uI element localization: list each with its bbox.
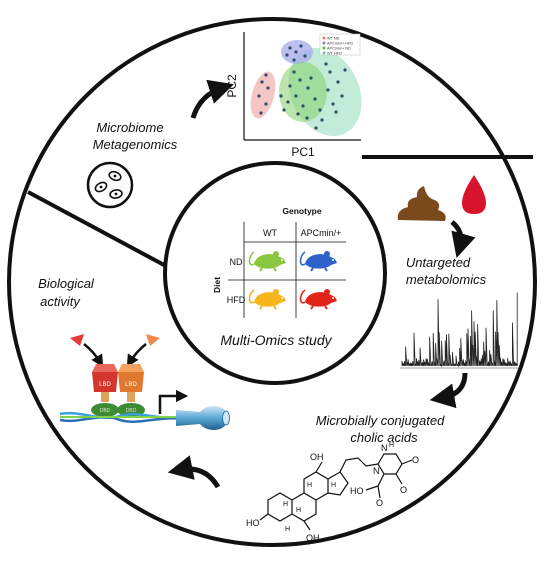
dbd-label-2: DBD bbox=[126, 408, 137, 414]
cholic-acid-structure bbox=[259, 453, 413, 531]
pca-legend-2: APCmin/+ HFD bbox=[327, 42, 353, 46]
diet-header: Diet bbox=[212, 277, 222, 293]
atom-h-e: H bbox=[296, 507, 301, 514]
genotype-header: Genotype bbox=[282, 206, 321, 216]
untargeted-title: Untargeted bbox=[406, 255, 471, 270]
ligand-arrow-right bbox=[126, 343, 147, 368]
metabolomics-section: Untargeted metabolomics bbox=[397, 175, 520, 409]
stool-sample-icon bbox=[397, 186, 446, 221]
nuclear-receptor-right: LBD DBD bbox=[117, 364, 145, 417]
blood-drop-icon bbox=[462, 175, 486, 214]
atom-ho-acid: HO bbox=[350, 486, 364, 496]
activity-title: activity bbox=[40, 294, 81, 309]
atom-oh-right: OH bbox=[306, 533, 320, 543]
ligand-arrow-left bbox=[83, 343, 104, 368]
atom-o-ring: O bbox=[412, 455, 419, 465]
atom-n-amide: N bbox=[373, 466, 380, 476]
row-header-nd: ND bbox=[230, 257, 243, 267]
pca-ylabel: PC2 bbox=[225, 74, 239, 98]
pca-legend: WT ND APCmin/+ HFD APCmin/+ ND WT HFD bbox=[319, 33, 361, 56]
mouse-wt-nd-icon bbox=[248, 251, 286, 272]
col-header-apc: APCmin/+ bbox=[301, 228, 342, 238]
microbiome-title: Microbiome bbox=[96, 120, 163, 135]
cholic-acids-section: Microbially conjugated cholic acids bbox=[246, 413, 445, 543]
ligand-right-icon bbox=[146, 334, 160, 346]
row-header-hfd: HFD bbox=[227, 295, 246, 305]
petri-dish-icon bbox=[86, 161, 134, 209]
arrow-to-cholic bbox=[429, 372, 468, 409]
mouse-wt-hfd-icon bbox=[248, 289, 286, 310]
receptor-label-2: LBD bbox=[125, 382, 137, 388]
atom-hn: H bbox=[389, 442, 394, 449]
atom-oh-top: OH bbox=[310, 452, 324, 462]
pca-legend-1: WT ND bbox=[327, 37, 340, 41]
microbiome-section: Microbiome Metagenomics PC1 PC2 bbox=[86, 32, 362, 209]
ligand-left-icon bbox=[70, 334, 84, 346]
metabolomics-title: metabolomics bbox=[406, 272, 487, 287]
atom-h-d: H bbox=[331, 482, 336, 489]
inner-circle bbox=[163, 161, 387, 385]
atom-o-amide: O bbox=[400, 485, 407, 495]
atom-o-acid: O bbox=[376, 498, 383, 508]
arrow-from-cholic bbox=[167, 455, 221, 489]
cholic-title-1: Microbially conjugated bbox=[316, 413, 445, 428]
dna-strand bbox=[59, 411, 191, 423]
cholic-title-2: cholic acids bbox=[350, 430, 418, 445]
atom-h-a: H bbox=[283, 501, 288, 508]
dbd-label-1: DBD bbox=[100, 408, 111, 414]
pca-plot: PC1 PC2 bbox=[225, 32, 362, 159]
metagenomics-title: Metagenomics bbox=[93, 137, 178, 152]
atom-ho-left: HO bbox=[246, 518, 260, 528]
design-table bbox=[228, 222, 346, 318]
mouse-apc-hfd-icon bbox=[299, 289, 337, 310]
receptor-label-1: LBD bbox=[99, 382, 111, 388]
atom-h-c: H bbox=[307, 482, 312, 489]
nuclear-receptor-left: LBD DBD bbox=[91, 364, 119, 417]
col-header-wt: WT bbox=[263, 228, 277, 238]
multi-omics-title: Multi-Omics study bbox=[220, 332, 332, 348]
arrow-to-pca bbox=[190, 79, 234, 119]
atom-n-ring: N bbox=[381, 443, 388, 453]
transcription-start-arrow bbox=[158, 389, 189, 414]
gene-transcript-icon bbox=[176, 406, 230, 430]
atom-h-b: H bbox=[285, 526, 290, 533]
chromatogram-trace bbox=[401, 292, 518, 368]
mouse-apc-nd-icon bbox=[299, 251, 337, 272]
biological-title: Biological bbox=[38, 276, 95, 291]
pca-legend-3: APCmin/+ ND bbox=[327, 47, 351, 51]
pca-legend-4: WT HFD bbox=[327, 52, 342, 56]
arrow-to-metabolomics bbox=[450, 220, 476, 259]
biological-activity-section: Biological activity LBD DBD LBD DBD bbox=[38, 276, 230, 489]
multi-omics-center: Genotype Diet WT APCmin/+ ND HFD Multi-O… bbox=[212, 206, 346, 348]
pca-xlabel: PC1 bbox=[291, 145, 315, 159]
mice-layer bbox=[248, 251, 337, 310]
